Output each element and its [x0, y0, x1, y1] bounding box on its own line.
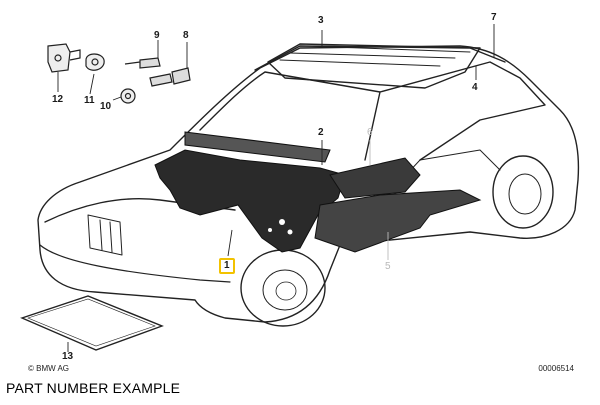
nut-part-11: [85, 53, 105, 71]
dash-upper-panel: [184, 131, 331, 163]
bumper: [39, 244, 231, 283]
firewall-insulation: [154, 149, 346, 253]
floor-mat: [314, 189, 482, 253]
callout-13[interactable]: 13: [62, 351, 74, 362]
side-window: [379, 61, 546, 161]
callout-1-highlighted[interactable]: 1: [219, 258, 235, 274]
callout-6[interactable]: 6: [367, 127, 373, 138]
roof-line: [254, 45, 506, 71]
tunnel-insulation: [329, 157, 421, 199]
bolt-part-8: [149, 67, 191, 87]
callout-9[interactable]: 9: [154, 30, 160, 41]
page-caption: PART NUMBER EXAMPLE: [6, 380, 181, 396]
callout-11[interactable]: 11: [84, 95, 95, 106]
callout-8[interactable]: 8: [183, 30, 189, 41]
copyright-notice: © BMW AG: [28, 364, 70, 373]
screw-part-9: [124, 57, 161, 69]
callout-10[interactable]: 10: [100, 101, 112, 112]
rear-wheel: [492, 155, 554, 229]
callout-5[interactable]: 5: [385, 261, 391, 272]
leader-10: [112, 96, 122, 101]
front-wheel: [240, 249, 326, 327]
callout-4[interactable]: 4: [472, 82, 478, 93]
clip-part-12: [47, 43, 71, 73]
callout-3[interactable]: 3: [318, 15, 324, 26]
car-body-outline: [37, 45, 580, 323]
sunroof-slats: [279, 45, 471, 67]
washer-part-10: [120, 88, 136, 104]
callout-12[interactable]: 12: [52, 94, 64, 105]
callout-7[interactable]: 7: [491, 12, 497, 23]
drawing-number: 00006514: [538, 364, 574, 373]
front-wheel-hub: [262, 269, 308, 311]
leader-11: [89, 73, 95, 95]
leader-1: [227, 229, 233, 257]
hood-line: [44, 198, 236, 223]
windshield: [199, 71, 381, 161]
grille: [87, 214, 123, 256]
sunroof-frame: [267, 43, 481, 89]
mat-part-13: [20, 295, 164, 351]
callout-2[interactable]: 2: [318, 127, 324, 138]
